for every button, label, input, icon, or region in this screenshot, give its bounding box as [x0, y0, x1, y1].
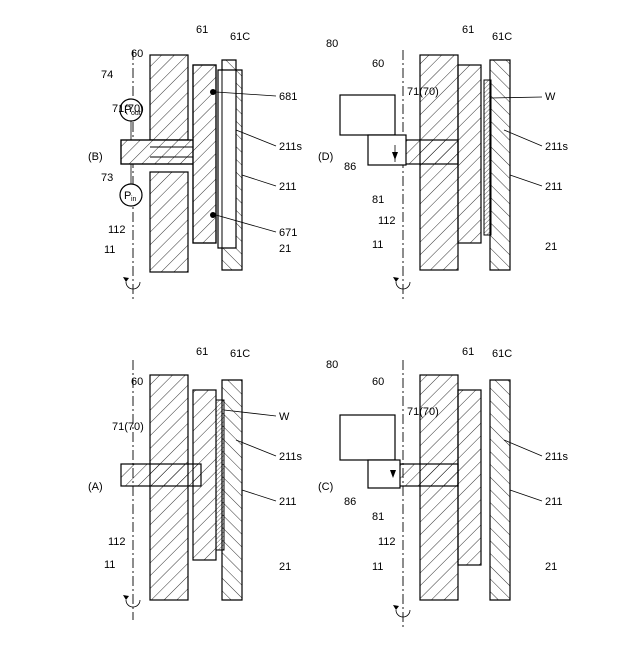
holder-11-label: 11 — [372, 239, 383, 251]
nozzle-label: 71(70) — [407, 86, 439, 98]
stage-21 — [490, 60, 510, 270]
shaft-112-lower — [150, 172, 188, 272]
surface-211s-label: 211s — [545, 141, 569, 153]
point-671-marker — [210, 212, 216, 218]
device-80-label: 80 — [326, 38, 338, 50]
sensor-in-label: 73 — [101, 172, 113, 184]
block-86 — [340, 415, 395, 460]
sensor-out-label: 74 — [101, 69, 113, 81]
panel-b-title: (B) — [88, 151, 103, 163]
panel-a-title: (A) — [88, 481, 103, 493]
stage-211-label: 211 — [279, 496, 297, 508]
plate-61-label: 61 — [462, 24, 474, 36]
base-21-label: 21 — [279, 243, 291, 255]
plate-61 — [193, 390, 216, 560]
stage-211-label: 211 — [545, 181, 563, 193]
surface-211s-label: 211s — [545, 451, 569, 463]
recess-61c-label: 61C — [230, 348, 250, 360]
block-86 — [340, 95, 395, 135]
recess-61c-label: 61C — [492, 31, 512, 43]
wafer-w — [484, 80, 491, 235]
plate-61 — [458, 390, 481, 565]
holder-112-label: 112 — [108, 536, 126, 548]
panel-d-title: (D) — [318, 151, 333, 163]
nozzle-label: 71(70) — [407, 406, 439, 418]
rotation-arrowhead-icon — [123, 277, 129, 282]
unit-60-label: 60 — [372, 58, 384, 70]
nozzle-label: 71(70) — [112, 103, 144, 115]
plate-61-label: 61 — [196, 346, 208, 358]
stage-21 — [222, 380, 242, 600]
holder-112-label: 112 — [108, 224, 126, 236]
stage-211-label: 211 — [545, 496, 563, 508]
device-80-label: 80 — [326, 359, 338, 371]
p-in-sub: in — [131, 196, 137, 203]
holder-112-label: 112 — [378, 536, 396, 548]
holder-112-label: 112 — [378, 215, 396, 227]
plate-61-label: 61 — [196, 24, 208, 36]
base-21-label: 21 — [545, 241, 557, 253]
probe-81 — [368, 135, 406, 165]
holder-11-label: 11 — [104, 559, 115, 571]
holder-11-label: 11 — [372, 561, 383, 573]
rotation-arrowhead-icon — [123, 595, 129, 600]
recess-61c-label: 61C — [492, 348, 512, 360]
unit-60-label: 60 — [372, 376, 384, 388]
panel-a: (A) 71(70) 112 11 60 61 61C W 211s 211 2… — [88, 346, 303, 620]
wafer-label: W — [545, 91, 556, 103]
point-681-label: 681 — [279, 91, 297, 103]
plate-61-label: 61 — [462, 346, 474, 358]
wafer-w — [216, 400, 224, 550]
probe-81-label: 81 — [372, 194, 384, 206]
rotation-arrowhead-icon — [393, 277, 399, 282]
plate-61 — [458, 65, 481, 243]
unit-60-label: 60 — [131, 48, 143, 60]
wafer-label: W — [279, 411, 290, 423]
base-21-label: 21 — [279, 561, 291, 573]
point-681-marker — [210, 89, 216, 95]
panel-c: (C) 80 60 71(70) 86 81 112 11 61 61C 211… — [318, 346, 569, 630]
holder-11-label: 11 — [104, 244, 115, 256]
point-671-label: 671 — [279, 227, 297, 239]
surface-211s-label: 211s — [279, 141, 303, 153]
block-86-label: 86 — [344, 496, 356, 508]
nozzle-label: 71(70) — [112, 421, 144, 433]
probe-81 — [368, 460, 400, 488]
unit-60-label: 60 — [131, 376, 143, 388]
shaft-112 — [150, 375, 188, 600]
probe-81-label: 81 — [372, 511, 384, 523]
nozzle-71-hatch — [121, 140, 201, 164]
stage-211-label: 211 — [279, 181, 297, 193]
block-86-label: 86 — [344, 161, 356, 173]
surface-211s-label: 211s — [279, 451, 303, 463]
nozzle-71 — [121, 464, 201, 486]
panel-b: (B) 74 73 P out P in 71(70) 112 11 60 61… — [88, 24, 303, 300]
shaft-112-upper — [150, 55, 188, 140]
recess-61c-label: 61C — [230, 31, 250, 43]
panel-d: (D) 80 60 71(70) 86 81 112 11 61 61C W 2… — [318, 24, 569, 300]
rotation-arrowhead-icon — [393, 605, 399, 610]
nozzle-71 — [398, 464, 458, 486]
panel-c-title: (C) — [318, 481, 333, 493]
base-21-label: 21 — [545, 561, 557, 573]
stage-21 — [490, 380, 510, 600]
